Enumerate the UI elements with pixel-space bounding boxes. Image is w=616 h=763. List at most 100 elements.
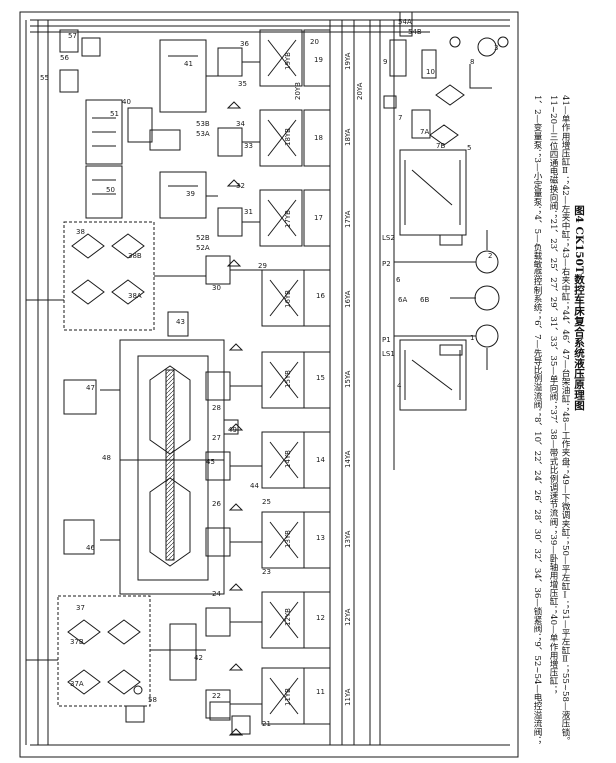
label-17: 17	[314, 214, 323, 222]
label-39: 39	[186, 190, 195, 198]
label-3: 3	[494, 44, 498, 52]
supply-bus	[25, 19, 510, 746]
label-51: 51	[110, 110, 119, 118]
solenoid-16YA: 16YA	[344, 290, 352, 308]
label-25: 25	[262, 498, 271, 506]
sub-label-38A: 38A	[128, 292, 142, 300]
sub-label-7A: 7A	[420, 128, 429, 136]
label-35: 35	[238, 80, 247, 88]
label-34: 34	[236, 120, 245, 128]
label-46: 46	[86, 544, 95, 552]
sub-label-37B: 37B	[70, 638, 84, 646]
pump-motor-group	[394, 37, 500, 411]
label-31: 31	[244, 208, 253, 216]
ls-valve-4	[399, 339, 467, 411]
sub-label-54A: 54A	[398, 18, 412, 26]
label-8: 8	[470, 58, 474, 66]
label-14: 14	[316, 456, 325, 464]
solenoid-20YB: 20YB	[294, 82, 302, 100]
solenoid-12YA: 12YA	[344, 608, 352, 626]
label-27: 27	[212, 434, 221, 442]
label-44: 44	[250, 482, 259, 490]
legend-line-3: 41—单作用增压缸Ⅱ；42—左夹中缸；43—右夹中缸；44、46、47—台架油缸…	[560, 95, 570, 745]
port-P1: P1	[382, 336, 391, 344]
label-45: 45	[206, 458, 215, 466]
label-43: 43	[176, 318, 185, 326]
label-7: 7	[398, 114, 402, 122]
label-9: 9	[383, 58, 387, 66]
solenoid-11YB: 11YB	[284, 688, 292, 706]
label-12: 12	[316, 614, 325, 622]
port-P2: P2	[382, 260, 391, 268]
clamp-assembly	[63, 311, 239, 681]
label-49: 49	[228, 426, 237, 434]
solenoid-20YA: 20YA	[356, 82, 364, 100]
label-5: 5	[467, 144, 471, 152]
top-right-valves	[383, 11, 509, 146]
pump-3-symbol	[477, 37, 497, 57]
label-6: 6	[396, 276, 401, 284]
solenoid-18YB: 18YB	[284, 128, 292, 146]
solenoid-19YB: 19YB	[284, 52, 292, 70]
label-33: 33	[244, 142, 253, 150]
solenoid-14YB: 14YB	[284, 450, 292, 468]
cylinders-upper	[59, 29, 207, 219]
sub-label-52A: 52A	[196, 244, 210, 252]
label-55: 55	[40, 74, 49, 82]
label-21: 21	[262, 720, 271, 728]
sub-label-52B: 52B	[196, 234, 210, 242]
sub-label-7B: 7B	[436, 142, 445, 150]
pilot-valve-group	[149, 129, 181, 151]
sub-label-53A: 53A	[196, 130, 210, 138]
label-36: 36	[240, 40, 249, 48]
solenoid-13YA: 13YA	[344, 530, 352, 548]
label-22: 22	[212, 692, 221, 700]
label-4: 4	[397, 382, 402, 390]
sub-label-53B: 53B	[196, 120, 210, 128]
sub-label-6B: 6B	[420, 296, 429, 304]
bottom-valves	[125, 685, 251, 735]
label-11: 11	[316, 688, 325, 696]
sub-label-38B: 38B	[128, 252, 142, 260]
port-LS2: LS2	[382, 234, 395, 242]
pump-1-symbol	[475, 324, 499, 348]
motor-symbol	[474, 285, 500, 311]
solenoid-15YA: 15YA	[344, 370, 352, 388]
label-23: 23	[262, 568, 271, 576]
label-1: 1	[470, 334, 474, 342]
port-LS1: LS1	[382, 350, 395, 358]
sub-label-54B: 54B	[408, 28, 422, 36]
ls-valve-5	[399, 149, 467, 236]
label-30: 30	[212, 284, 221, 292]
label-24: 24	[212, 590, 221, 598]
label-29: 29	[258, 262, 267, 270]
outer-frame	[19, 11, 519, 758]
solenoid-16YB: 16YB	[284, 290, 292, 308]
label-16: 16	[316, 292, 325, 300]
pump-2-symbol	[475, 250, 499, 274]
label-48: 48	[102, 454, 111, 462]
label-50: 50	[106, 186, 115, 194]
figure-title: 图4 CK150T数控车床复合系统液压原理图	[573, 205, 585, 411]
solenoid-11YA: 11YA	[344, 688, 352, 706]
solenoid-18YA: 18YA	[344, 128, 352, 146]
solenoid-12YB: 12YB	[284, 608, 292, 626]
label-47: 47	[86, 384, 95, 392]
label-40: 40	[122, 98, 131, 106]
label-32: 32	[236, 182, 245, 190]
solenoid-17YA: 17YA	[344, 210, 352, 228]
label-26: 26	[212, 500, 221, 508]
label-20: 20	[310, 38, 319, 46]
sub-label-6A: 6A	[398, 296, 407, 304]
sub-label-37A: 37A	[70, 680, 84, 688]
solenoid-19YA: 19YA	[344, 52, 352, 70]
label-15: 15	[316, 374, 325, 382]
label-37: 37	[76, 604, 85, 612]
solenoid-15YB: 15YB	[284, 370, 292, 388]
label-42: 42	[194, 654, 203, 662]
solenoid-17YB: 17YB	[284, 210, 292, 228]
flow-control-valves	[57, 221, 155, 707]
label-41: 41	[184, 60, 193, 68]
label-18: 18	[314, 134, 323, 142]
label-38: 38	[76, 228, 85, 236]
